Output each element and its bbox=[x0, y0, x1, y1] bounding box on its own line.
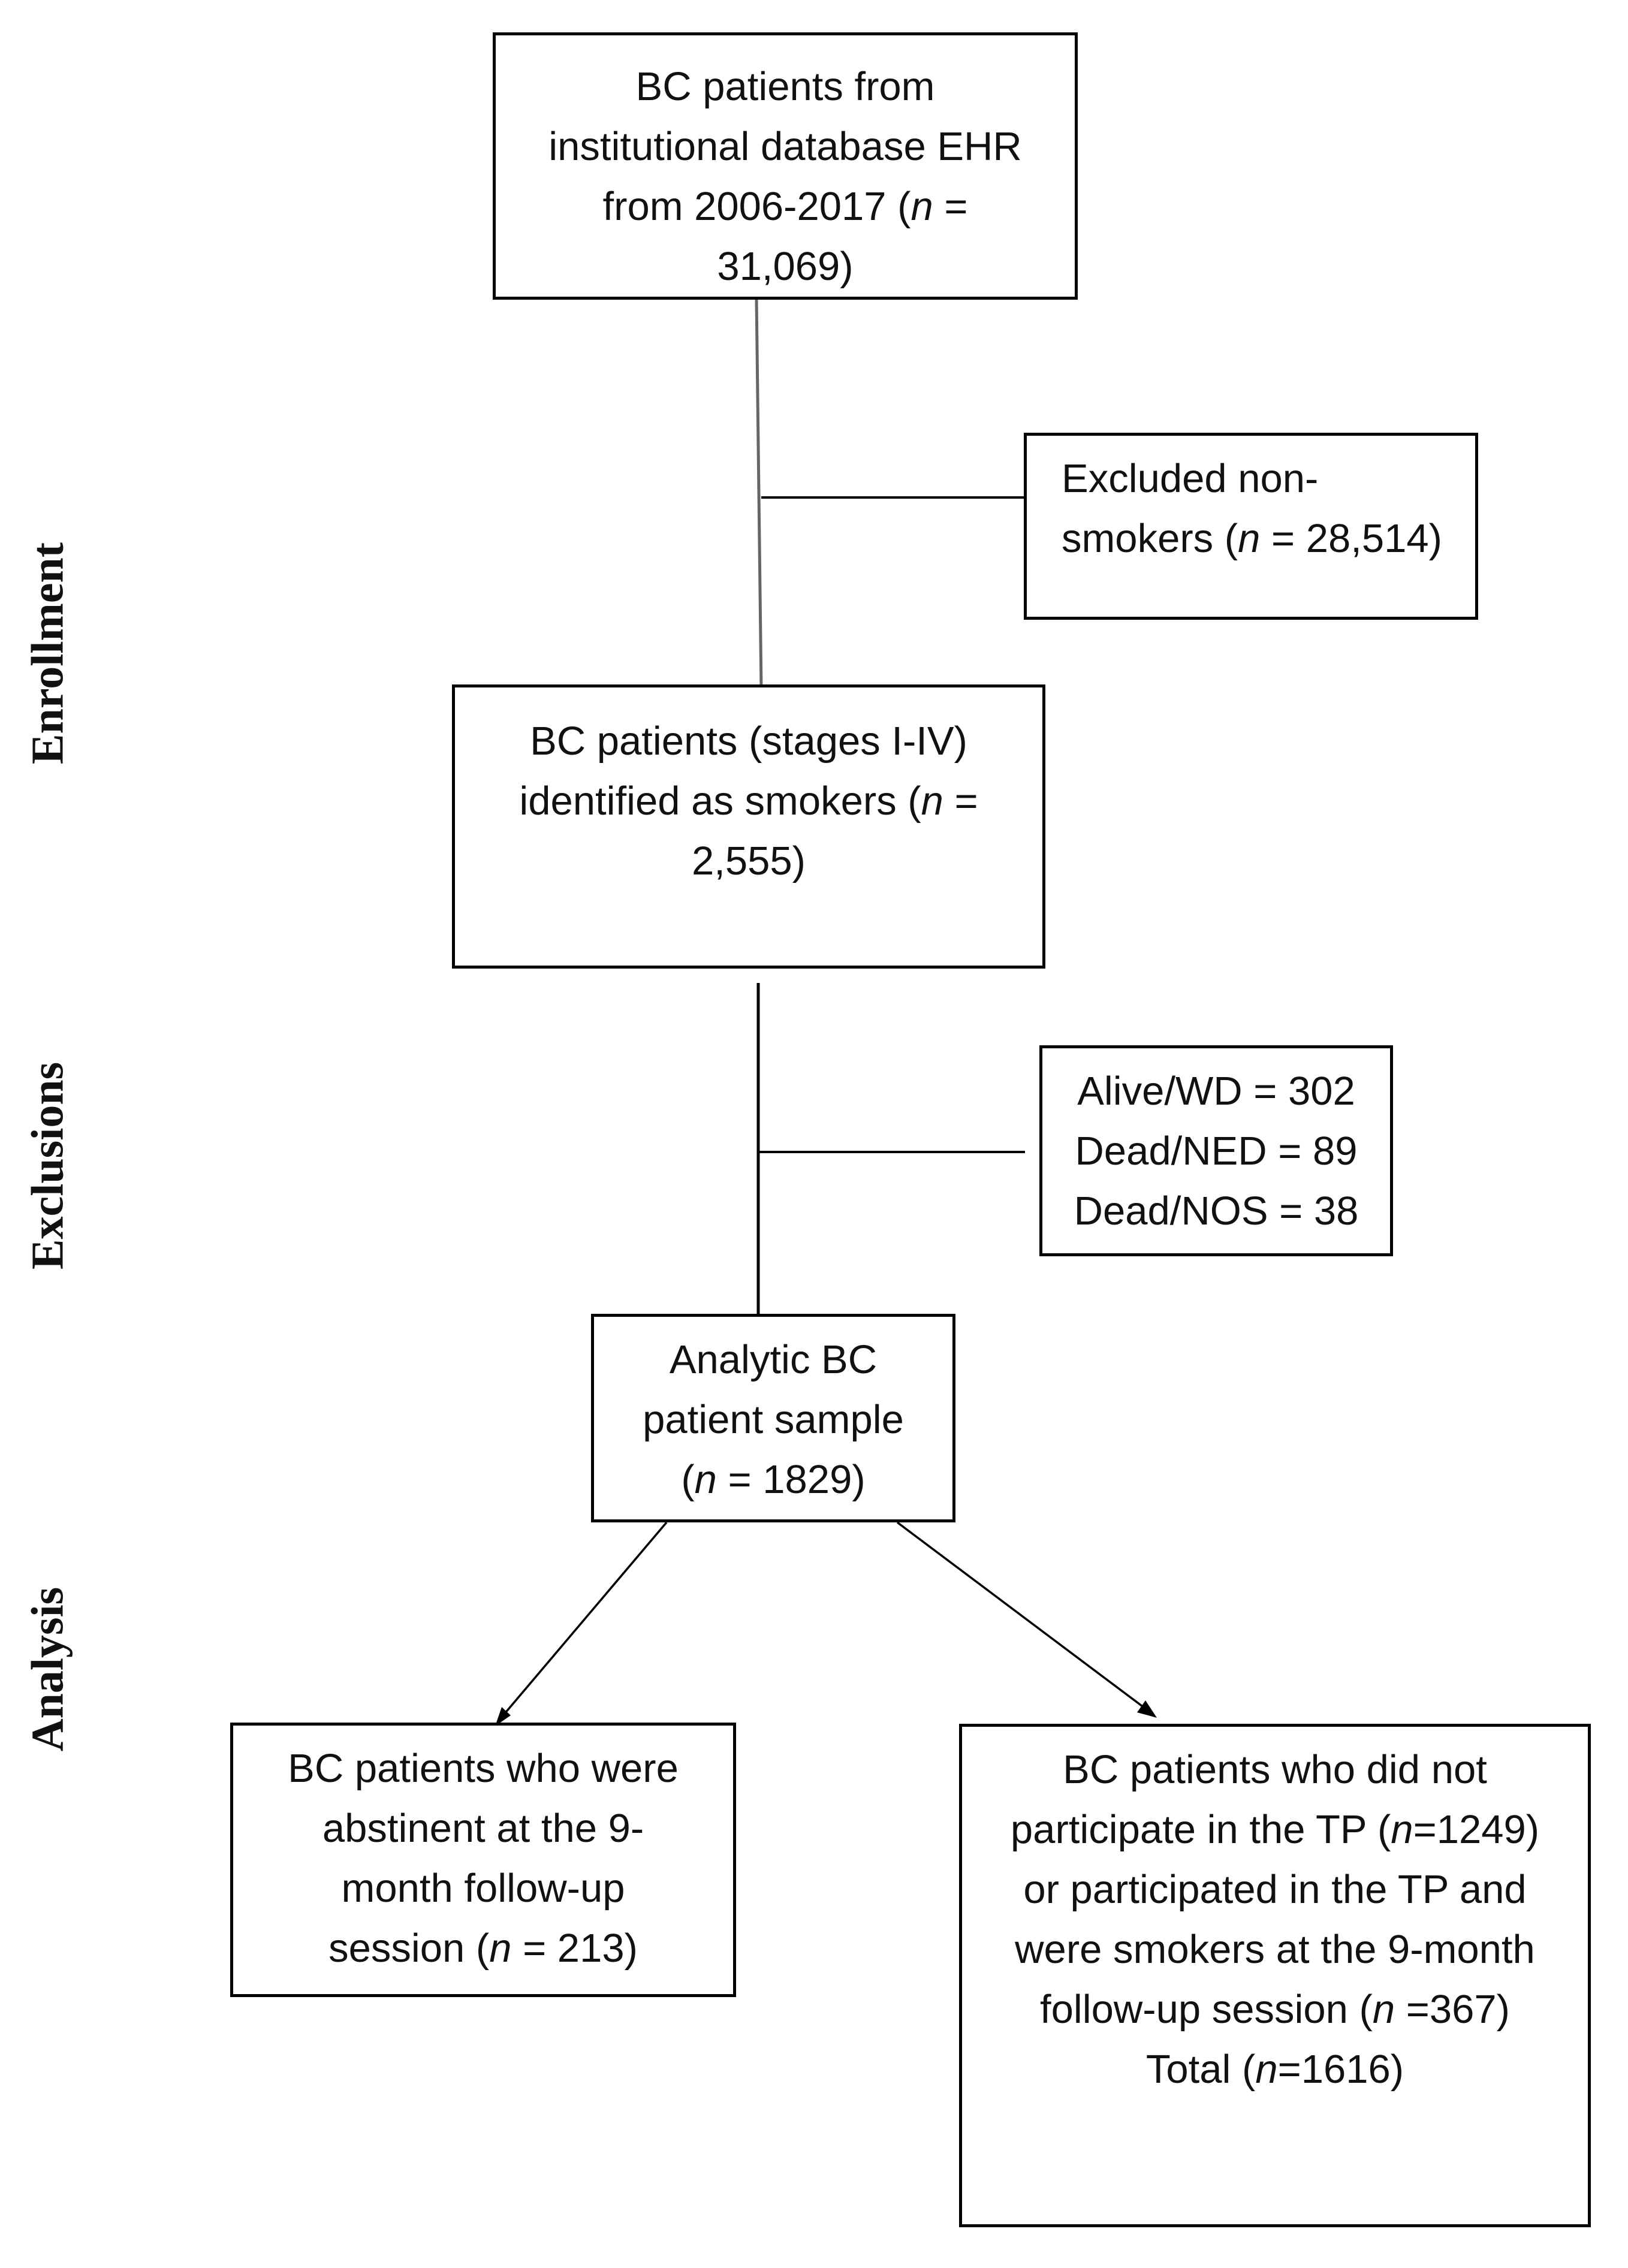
stage-label-analysis: Analysis bbox=[22, 1587, 73, 1752]
stage-label-enrollment: Enrollment bbox=[22, 542, 73, 765]
italic-n-symbol: n bbox=[1372, 1987, 1395, 2032]
box-source-population: BC patients from institutional database E… bbox=[493, 32, 1078, 300]
arrow-to-smokers-followup bbox=[896, 1521, 1146, 1709]
box-text-line: institutional database EHR bbox=[548, 124, 1022, 169]
box-text-line: month follow-up bbox=[341, 1866, 625, 1911]
italic-n-symbol: n bbox=[1238, 516, 1261, 561]
italic-n-symbol: n bbox=[489, 1926, 512, 1971]
box-text-line: BC patients from bbox=[635, 64, 935, 109]
box-text-line: smokers (n = 28,514) bbox=[1062, 516, 1442, 561]
box-text-line: patient sample bbox=[643, 1397, 904, 1442]
arrowhead-smokers-followup bbox=[1137, 1700, 1157, 1718]
italic-n-symbol: n bbox=[694, 1457, 717, 1502]
stage-label-exclusions: Exclusions bbox=[22, 1061, 73, 1270]
box-smokers-followup: BC patients who did not participate in th… bbox=[959, 1724, 1591, 2227]
box-excluded-nonsmokers: Excluded non-smokers (n = 28,514) bbox=[1024, 433, 1478, 620]
box-text-line: BC patients who were bbox=[288, 1746, 679, 1791]
trunk-line-enrollment bbox=[755, 298, 763, 690]
box-text-line: from 2006-2017 (n = bbox=[602, 184, 968, 229]
arrowhead-abstinent bbox=[495, 1707, 511, 1726]
box-analytic-sample: Analytic BC patient sample (n = 1829) bbox=[591, 1314, 955, 1522]
box-text-line: 2,555) bbox=[692, 839, 806, 883]
box-text-line: participate in the TP (n=1249) bbox=[1010, 1807, 1540, 1852]
box-abstinent: BC patients who were abstinent at the 9- m… bbox=[230, 1723, 736, 1997]
italic-n-symbol: n bbox=[1391, 1807, 1413, 1852]
box-text-line: session (n = 213) bbox=[328, 1926, 638, 1971]
box-text-line: Analytic BC bbox=[669, 1337, 878, 1382]
box-text-line: Total (n=1616) bbox=[1145, 2047, 1404, 2092]
box-text-line: 31,069) bbox=[717, 244, 854, 289]
italic-n-symbol: n bbox=[1255, 2047, 1278, 2092]
box-text-line: Alive/WD = 302 bbox=[1077, 1069, 1355, 1114]
box-text-line: Dead/NED = 89 bbox=[1075, 1129, 1358, 1174]
italic-n-symbol: n bbox=[911, 184, 933, 229]
box-text-line: (n = 1829) bbox=[681, 1457, 866, 1502]
box-text-line: or participated in the TP and bbox=[1023, 1867, 1527, 1912]
italic-n-symbol: n bbox=[921, 779, 943, 824]
box-text-line: follow-up session (n =367) bbox=[1040, 1987, 1510, 2032]
arrow-to-abstinent bbox=[500, 1521, 668, 1719]
box-text-line: were smokers at the 9-month bbox=[1015, 1927, 1535, 1972]
box-smokers: BC patients (stages I-IV) identified as s… bbox=[452, 684, 1045, 969]
box-text-line: identified as smokers (n = bbox=[519, 779, 978, 824]
box-text-line: Dead/NOS = 38 bbox=[1074, 1189, 1359, 1233]
box-text-line: Excluded non- bbox=[1062, 456, 1319, 501]
box-text-line: abstinent at the 9- bbox=[322, 1806, 644, 1851]
box-text-line: BC patients who did not bbox=[1063, 1747, 1487, 1792]
box-text-line: BC patients (stages I-IV) bbox=[530, 719, 967, 764]
